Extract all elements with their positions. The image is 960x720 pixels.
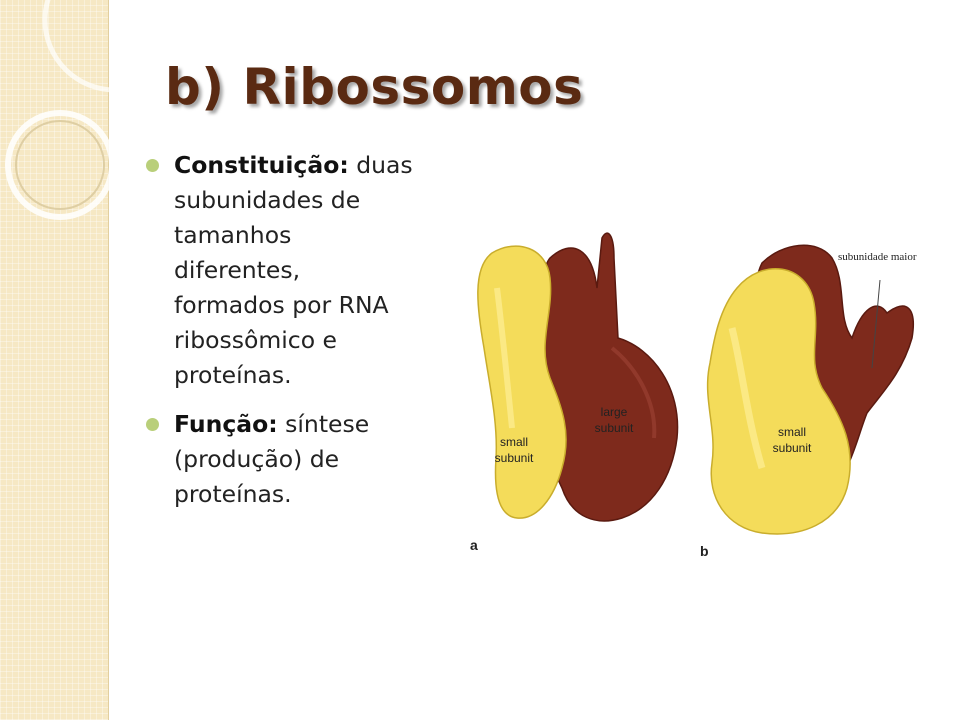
- bullet-funcao: Função: síntese (produção) de proteínas.: [146, 407, 418, 512]
- panel-a-large-label-1: large: [601, 405, 628, 419]
- panel-a-small-label-1: small: [500, 435, 528, 449]
- slide-title: b) Ribossomos: [165, 58, 584, 116]
- decorative-circles: [5, 0, 140, 220]
- bullet-text: síntese (produção) de proteínas.: [174, 410, 370, 508]
- panel-a-label: a: [470, 537, 478, 553]
- annotation-subunidade-maior: subunidade maior: [838, 251, 917, 263]
- panel-b-small-label-2: subunit: [773, 441, 812, 455]
- bullet-term: Função:: [174, 410, 278, 438]
- bullet-text: duas subunidades de tamanhos diferentes,…: [174, 151, 413, 389]
- bullet-dot-icon: [146, 418, 159, 431]
- panel-a-small-subunit: [477, 245, 567, 519]
- panel-a-large-label-2: subunit: [595, 421, 634, 435]
- panel-b-small-subunit: [706, 267, 851, 535]
- panel-b-small-label-1: small: [778, 425, 806, 439]
- bullet-term: Constituição:: [174, 151, 349, 179]
- annotation-pointer: [871, 279, 881, 369]
- panel-a-small-label-2: subunit: [495, 451, 534, 465]
- bullet-constituicao: Constituição: duas subunidades de tamanh…: [146, 148, 418, 393]
- ribosome-figure: small subunit large subunit small subuni…: [477, 232, 917, 535]
- bullet-list: Constituição: duas subunidades de tamanh…: [146, 148, 418, 526]
- panel-b-label: b: [700, 543, 709, 559]
- bullet-dot-icon: [146, 159, 159, 172]
